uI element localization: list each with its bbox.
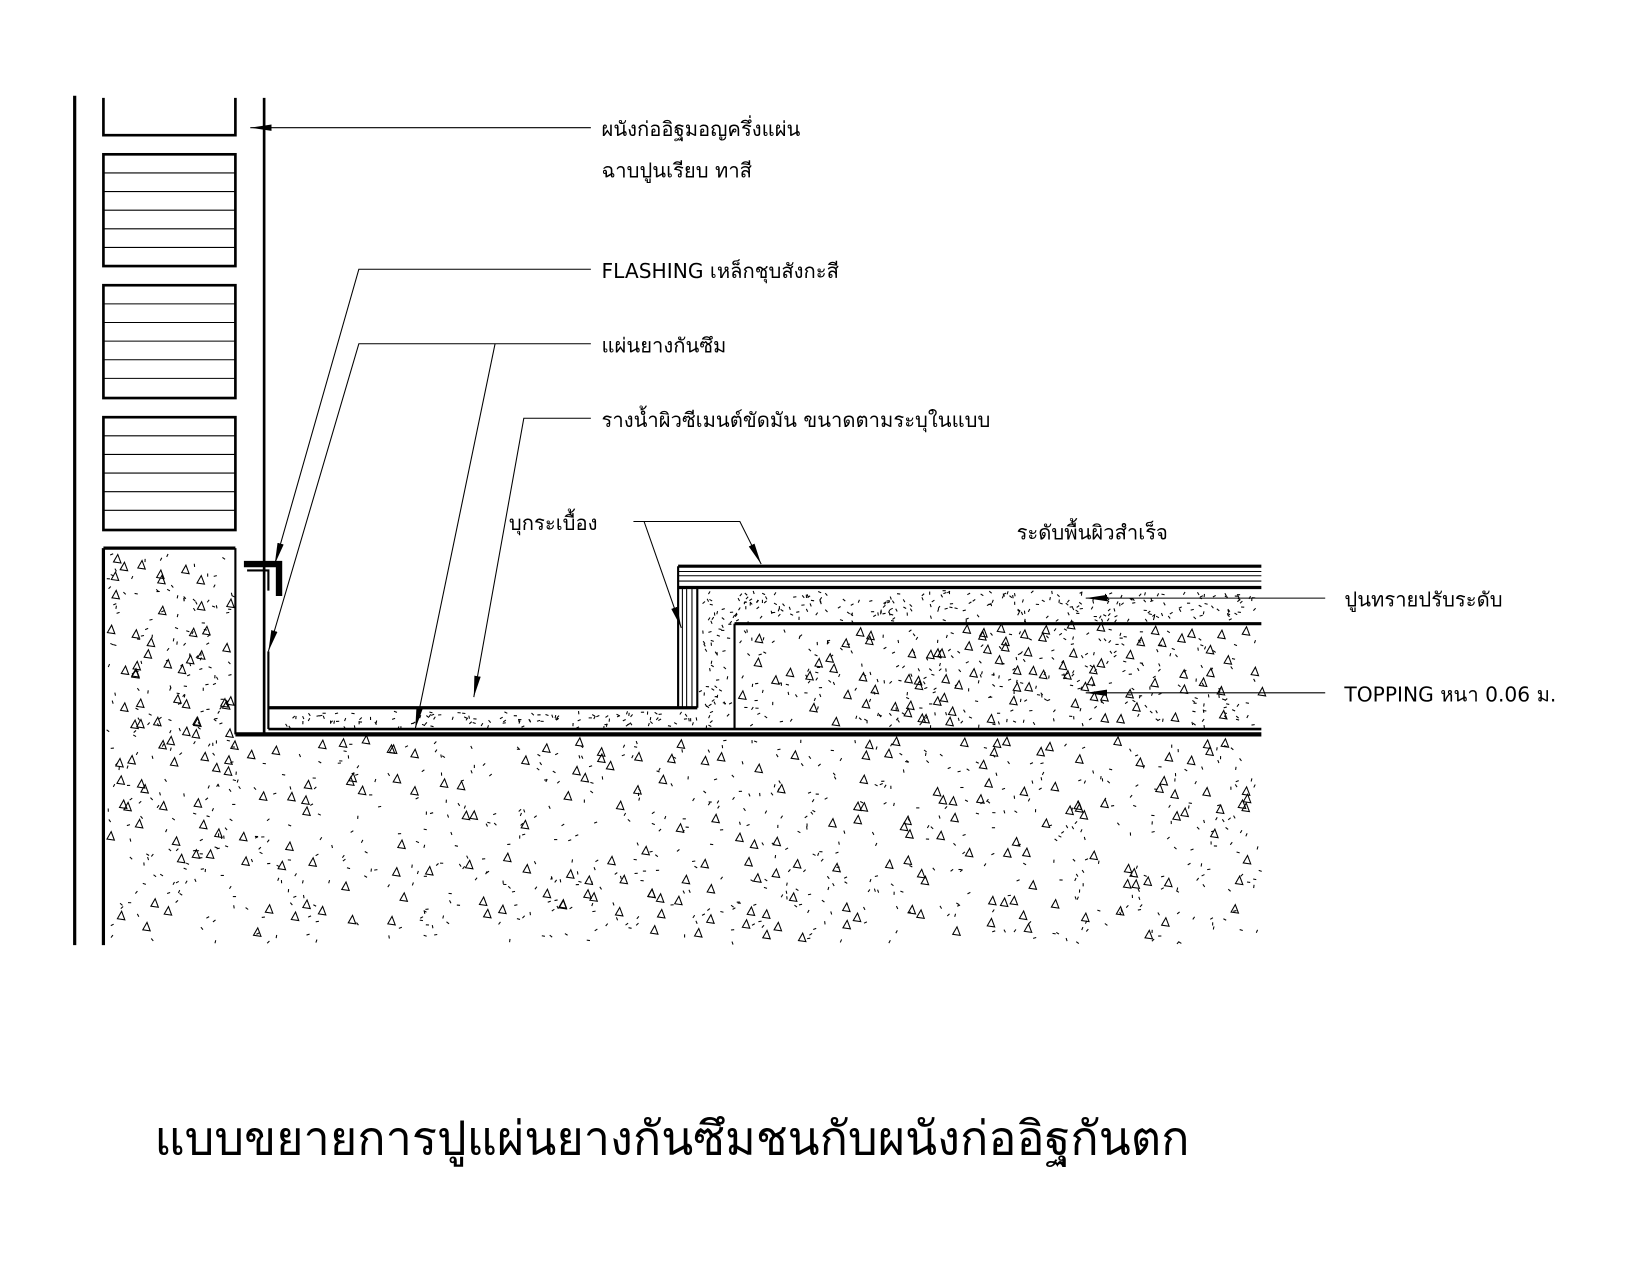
label-finished-level: ระดับพื้นผิวสำเร็จ <box>1017 518 1168 545</box>
leader-lines <box>250 124 1326 730</box>
brick-courses <box>102 152 237 532</box>
label-screed: ปูนทรายปรับระดับ <box>1344 588 1502 613</box>
label-wall-line1: ผนังก่ออิฐมอญครึ่งแผ่น <box>602 115 801 141</box>
label-wall-line2: ฉาบปูนเรียบ ทาสี <box>602 159 753 184</box>
label-gutter: รางน้ำผิวซีเมนต์ขัดมัน ขนาดตามระบุในแบบ <box>602 405 991 433</box>
label-membrane: แผ่นยางกันซึม <box>602 333 727 357</box>
drawing-title: แบบขยายการปูแผ่นยางกันซึมชนกับผนังก่ออิฐ… <box>155 1113 1190 1168</box>
label-topping: TOPPING หนา 0.06 ม. <box>1343 682 1556 706</box>
floor-section <box>235 560 1262 737</box>
label-tile: บุกระเบื้อง <box>509 508 598 536</box>
label-flashing: FLASHING เหล็กชุบสังกะสี <box>602 258 840 284</box>
concrete-hatch <box>106 553 1267 945</box>
wall <box>73 95 266 946</box>
